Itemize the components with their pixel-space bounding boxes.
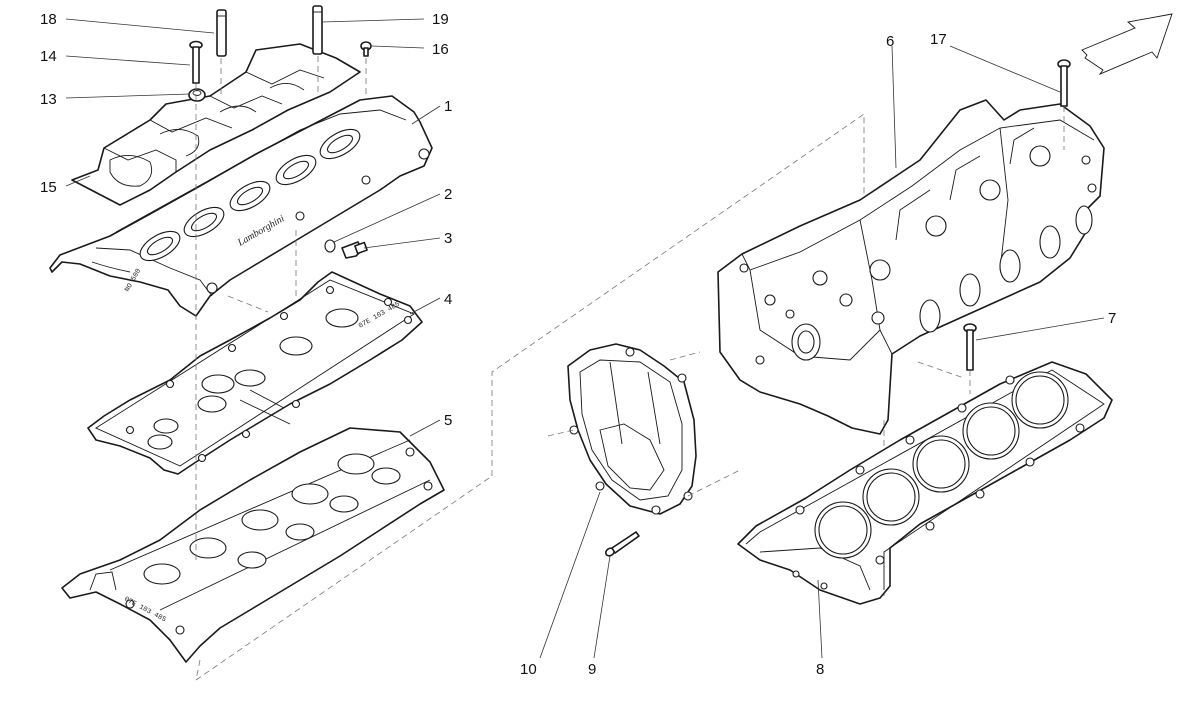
leader-lines	[65, 18, 1105, 659]
callout-6: 6	[886, 33, 894, 50]
callout-14: 14	[40, 48, 57, 65]
grommet-part-13	[188, 88, 206, 102]
cam-carrier-part-5: 07E 103 485	[61, 427, 445, 663]
seal-ring-part-2	[324, 239, 336, 253]
callout-4: 4	[444, 291, 452, 308]
heat-shield-part-15	[71, 43, 361, 206]
head-gasket-part-8	[737, 361, 1113, 605]
bolt-part-9	[604, 531, 640, 557]
callout-labels: 1 2 3 4 5 6 7 8 9 10 13 14 15 16 17 18 1…	[40, 11, 1116, 678]
callout-18: 18	[40, 11, 57, 28]
callout-8: 8	[816, 661, 824, 678]
head-bolt-part-17	[1057, 59, 1071, 107]
direction-arrow-icon	[1081, 13, 1173, 76]
sensor-part-3	[341, 241, 368, 259]
callout-7: 7	[1108, 310, 1116, 327]
cylinder-head-cover-part-1: Lamborghini NO 500	[49, 95, 433, 317]
cover-bores	[139, 128, 361, 262]
cylinder-head-part-6	[717, 99, 1105, 435]
stud-part-19	[312, 5, 323, 55]
bolt-part-14	[189, 40, 203, 84]
callout-5: 5	[444, 412, 452, 429]
callout-1: 1	[444, 98, 452, 115]
callout-3: 3	[444, 230, 452, 247]
callout-2: 2	[444, 186, 452, 203]
screw-part-16	[360, 41, 372, 57]
cover-gasket-part-4: 07E 103 485	[87, 271, 423, 475]
callout-17: 17	[930, 31, 947, 48]
callout-19: 19	[432, 11, 449, 28]
callout-16: 16	[432, 41, 449, 58]
callout-15: 15	[40, 179, 57, 196]
bolt-part-7	[963, 323, 977, 371]
callout-10: 10	[520, 661, 537, 678]
callout-9: 9	[588, 661, 596, 678]
timing-cover-part-10	[567, 343, 697, 515]
stud-part-18	[216, 9, 227, 57]
callout-13: 13	[40, 91, 57, 108]
